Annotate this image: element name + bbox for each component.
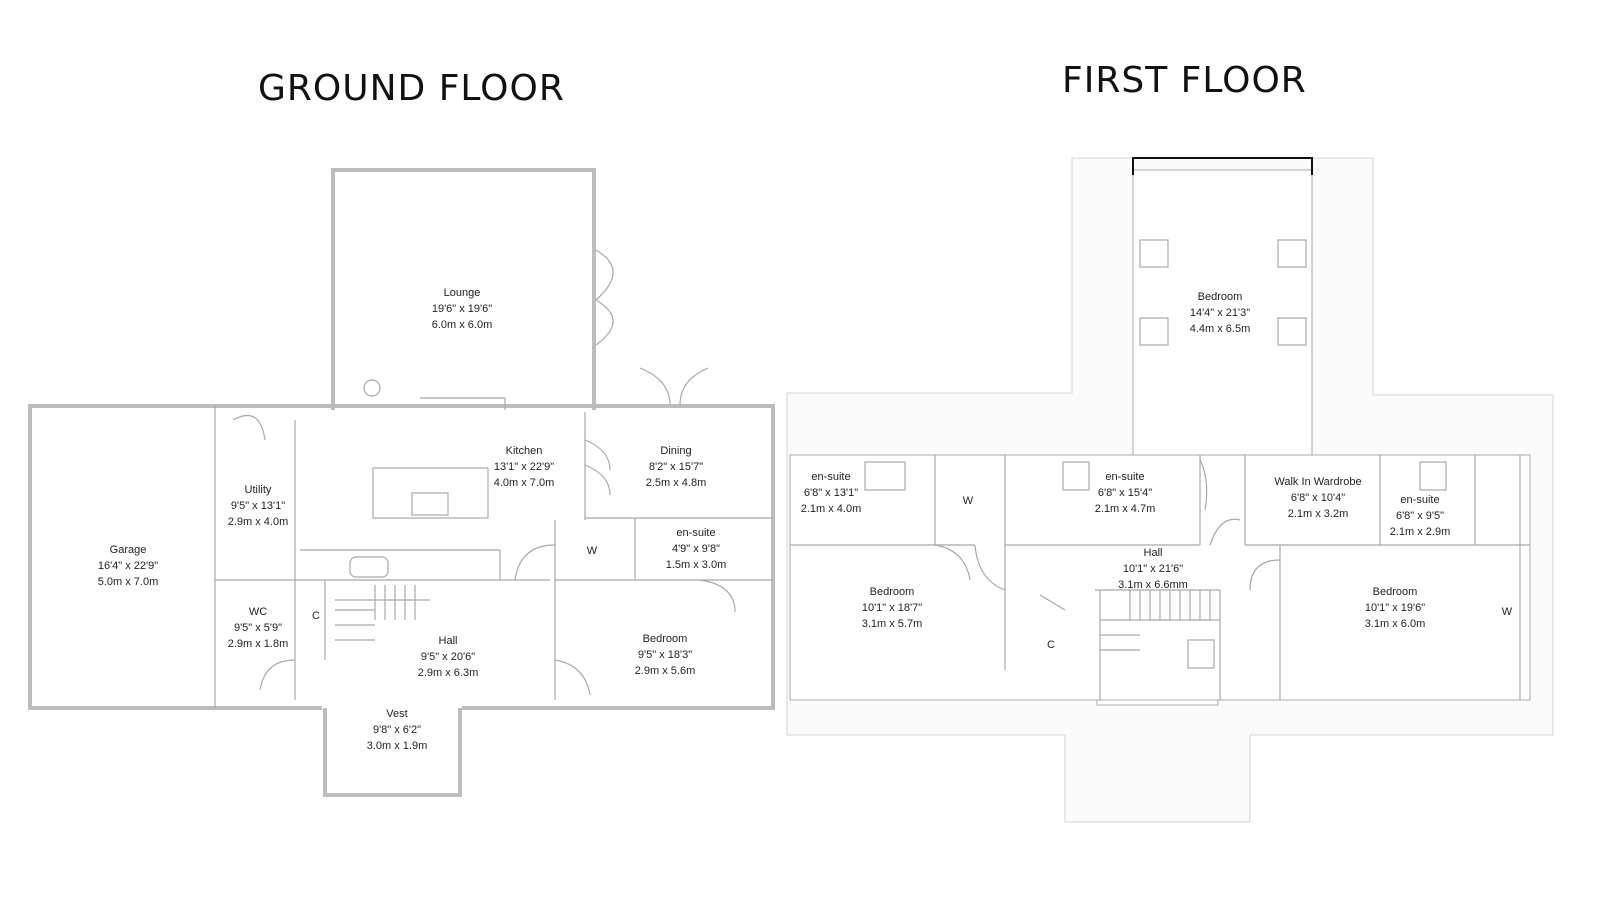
room-size-imperial: 9'5" x 18'3" bbox=[638, 649, 692, 661]
room-name: en-suite bbox=[676, 527, 715, 539]
room-size-imperial: 19'6" x 19'6" bbox=[432, 303, 492, 315]
first-floor-rooms bbox=[789, 454, 1531, 701]
first-stairs bbox=[1100, 590, 1220, 651]
room-mark: W bbox=[963, 495, 974, 507]
skylight bbox=[1139, 317, 1169, 346]
room-size-metric: 3.1m x 6.0m bbox=[1365, 618, 1426, 630]
room-name: Vest bbox=[386, 708, 407, 720]
top-bedroom bbox=[1132, 169, 1313, 456]
kitchen-island bbox=[372, 467, 489, 519]
room-size-metric: 2.9m x 4.0m bbox=[228, 516, 289, 528]
room-size-imperial: 9'8" x 6'2" bbox=[373, 724, 421, 736]
main-walls bbox=[28, 404, 775, 710]
skylight bbox=[864, 461, 906, 491]
room-name: Kitchen bbox=[506, 445, 543, 457]
room-name: Garage bbox=[110, 544, 147, 556]
room-name: Hall bbox=[439, 635, 458, 647]
room-size-imperial: 10'1" x 19'6" bbox=[1365, 602, 1425, 614]
room-size-imperial: 16'4" x 22'9" bbox=[98, 560, 158, 572]
room-size-imperial: 6'8" x 9'5" bbox=[1396, 510, 1444, 522]
room-size-metric: 4.4m x 6.5m bbox=[1190, 323, 1251, 335]
room-name: WC bbox=[249, 606, 267, 618]
ground-floor-title: GROUND FLOOR bbox=[258, 68, 565, 109]
room-mark: W bbox=[1502, 606, 1513, 618]
vest-walls bbox=[323, 708, 462, 797]
room-name: Dining bbox=[660, 445, 691, 457]
room-name: Lounge bbox=[444, 287, 481, 299]
room-size-imperial: 6'8" x 10'4" bbox=[1291, 492, 1345, 504]
room-size-imperial: 9'5" x 13'1" bbox=[231, 500, 285, 512]
room-size-imperial: 14'4" x 21'3" bbox=[1190, 307, 1250, 319]
sink bbox=[349, 556, 389, 578]
room-name: Bedroom bbox=[643, 633, 688, 645]
doors bbox=[232, 249, 736, 696]
landing bbox=[1096, 699, 1219, 706]
room-size-imperial: 10'1" x 18'7" bbox=[862, 602, 922, 614]
room-size-metric: 2.1m x 4.0m bbox=[801, 503, 862, 515]
skylight bbox=[1062, 461, 1090, 491]
room-name: Bedroom bbox=[870, 586, 915, 598]
room-size-metric: 3.1m x 6.6mm bbox=[1118, 579, 1188, 591]
room-size-metric: 2.9m x 6.3m bbox=[418, 667, 479, 679]
first-doors bbox=[934, 459, 1281, 611]
room-size-imperial: 6'8" x 13'1" bbox=[804, 487, 858, 499]
first-interior-walls bbox=[790, 455, 1530, 700]
room-name: Hall bbox=[1144, 547, 1163, 559]
room-name: en-suite bbox=[1105, 471, 1144, 483]
room-size-imperial: 8'2" x 15'7" bbox=[649, 461, 703, 473]
room-size-imperial: 13'1" x 22'9" bbox=[494, 461, 554, 473]
room-size-imperial: 9'5" x 20'6" bbox=[421, 651, 475, 663]
room-size-metric: 2.9m x 5.6m bbox=[635, 665, 696, 677]
room-name: en-suite bbox=[1400, 494, 1439, 506]
first-floor-plan bbox=[786, 157, 1554, 823]
room-size-metric: 2.9m x 1.8m bbox=[228, 638, 289, 650]
skylight bbox=[1139, 239, 1169, 268]
ground-floor-plan bbox=[28, 168, 775, 797]
room-name: Bedroom bbox=[1373, 586, 1418, 598]
room-size-metric: 6.0m x 6.0m bbox=[432, 319, 493, 331]
room-size-imperial: 9'5" x 5'9" bbox=[234, 622, 282, 634]
hob bbox=[411, 492, 449, 516]
skylight bbox=[1419, 461, 1447, 491]
room-size-metric: 2.1m x 3.2m bbox=[1288, 508, 1349, 520]
stove-icon bbox=[363, 379, 381, 397]
first-floor-title: FIRST FLOOR bbox=[1062, 60, 1307, 101]
room-name: en-suite bbox=[811, 471, 850, 483]
room-size-imperial: 10'1" x 21'6" bbox=[1123, 563, 1183, 575]
room-name: Utility bbox=[245, 484, 272, 496]
room-size-metric: 3.0m x 1.9m bbox=[367, 740, 428, 752]
stairs bbox=[335, 585, 430, 641]
interior-walls bbox=[214, 397, 773, 708]
room-size-imperial: 6'8" x 15'4" bbox=[1098, 487, 1152, 499]
skylight bbox=[1187, 639, 1215, 669]
room-size-metric: 2.1m x 4.7m bbox=[1095, 503, 1156, 515]
room-size-metric: 2.5m x 4.8m bbox=[646, 477, 707, 489]
skylight bbox=[1277, 239, 1307, 268]
room-size-metric: 3.1m x 5.7m bbox=[862, 618, 923, 630]
room-mark: C bbox=[312, 610, 320, 622]
room-size-imperial: 4'9" x 9'8" bbox=[672, 543, 720, 555]
room-size-metric: 5.0m x 7.0m bbox=[98, 576, 159, 588]
skylight bbox=[1277, 317, 1307, 346]
room-mark: C bbox=[1047, 639, 1055, 651]
room-name: Bedroom bbox=[1198, 291, 1243, 303]
room-size-metric: 1.5m x 3.0m bbox=[666, 559, 727, 571]
room-name: Walk In Wardrobe bbox=[1274, 476, 1361, 488]
room-mark: W bbox=[587, 545, 598, 557]
room-size-metric: 4.0m x 7.0m bbox=[494, 477, 555, 489]
room-size-metric: 2.1m x 2.9m bbox=[1390, 526, 1451, 538]
lounge-walls bbox=[331, 168, 596, 410]
balcony-rail bbox=[1132, 157, 1313, 175]
